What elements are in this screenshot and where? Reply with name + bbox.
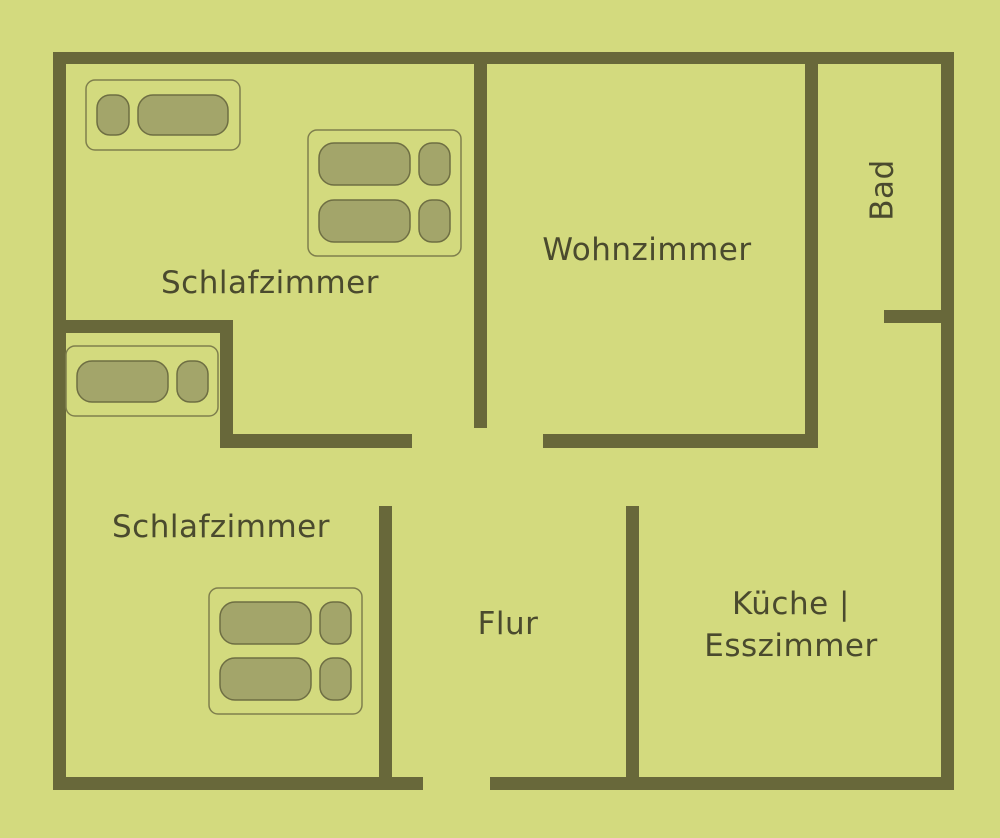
- mattress: [137, 94, 229, 136]
- wall-bottom-right: [490, 777, 954, 790]
- pillow: [418, 142, 451, 186]
- wall-bedroom-top-bottom: [220, 434, 412, 448]
- mattress: [318, 142, 411, 186]
- room-label-bathroom: Bad: [864, 159, 901, 221]
- pillow: [418, 199, 451, 243]
- wall-bedroom-notch-vertical: [220, 320, 233, 448]
- room-label-living-room: Wohnzimmer: [542, 232, 752, 268]
- bed-frame: [307, 129, 462, 257]
- room-label-hallway: Flur: [477, 606, 539, 642]
- single-bed-bottom: [65, 345, 219, 417]
- interior-walls: [53, 52, 954, 790]
- pillow: [319, 657, 352, 701]
- wall-hall-kitchen: [626, 506, 639, 790]
- wall-bottom-left: [53, 777, 423, 790]
- wall-left: [53, 52, 66, 790]
- pillow: [96, 94, 130, 136]
- wall-bath-bottom: [884, 310, 954, 323]
- bed-frame: [208, 587, 363, 715]
- room-label-kitchen-line1: Küche |: [732, 586, 850, 622]
- outer-walls: [53, 52, 954, 790]
- wall-right: [941, 52, 954, 790]
- wall-bedrooms-divider: [53, 320, 233, 333]
- double-bed-top: [307, 129, 462, 257]
- wall-bedroom-hall: [379, 506, 392, 790]
- pillow: [176, 360, 209, 403]
- room-label-bedroom-top: Schlafzimmer: [161, 265, 379, 301]
- room-label-kitchen: Küche | Esszimmer: [704, 583, 878, 667]
- mattress: [76, 360, 169, 403]
- wall-living-bottom: [543, 434, 818, 448]
- mattress: [318, 199, 411, 243]
- bed-frame: [85, 79, 241, 151]
- single-bed-top: [85, 79, 241, 151]
- mattress: [219, 657, 312, 701]
- wall-living-bath: [805, 52, 818, 448]
- room-label-bedroom-bottom: Schlafzimmer: [112, 509, 330, 545]
- double-bed-bottom: [208, 587, 363, 715]
- wall-bedroom-living: [474, 52, 487, 428]
- bed-frame: [65, 345, 219, 417]
- wall-top: [53, 52, 954, 64]
- mattress: [219, 601, 312, 645]
- pillow: [319, 601, 352, 645]
- room-label-kitchen-line2: Esszimmer: [704, 628, 878, 664]
